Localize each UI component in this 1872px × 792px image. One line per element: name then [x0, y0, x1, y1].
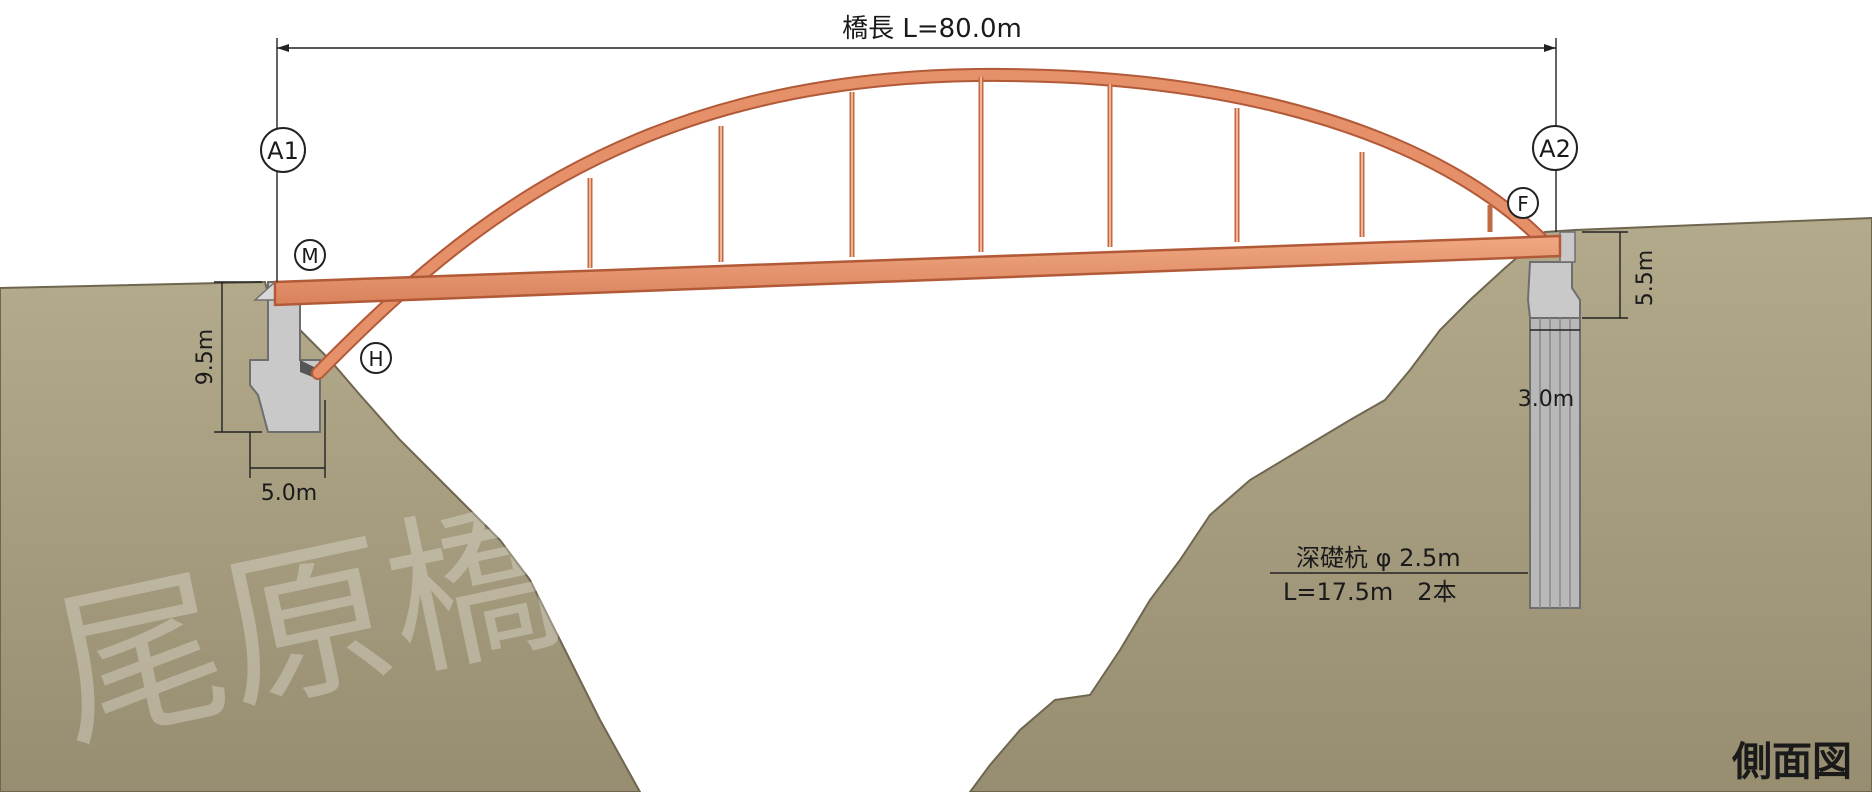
diagram-title: 側面図 [1731, 739, 1852, 785]
a1-width-label: 5.0m [261, 481, 317, 506]
a1-height-label: 9.5m [193, 329, 218, 385]
a2-height-label: 5.5m [1633, 250, 1658, 306]
svg-text:F: F [1517, 192, 1529, 216]
a1-width-dimension [249, 400, 326, 478]
bearing-f-marker: F [1507, 187, 1539, 219]
deck-girder [273, 234, 1562, 307]
a2-width-label: 3.0m [1518, 387, 1574, 412]
a2-height-dimension [1582, 231, 1628, 319]
bearing-m-marker: M [294, 239, 326, 271]
foundation-label-line1: 深礎杭 φ 2.5m [1296, 544, 1461, 572]
svg-text:A1: A1 [267, 137, 299, 165]
arch-rib [311, 67, 1547, 380]
support-a1-marker: A1 [260, 127, 306, 173]
svg-text:M: M [301, 244, 318, 268]
svg-text:H: H [368, 347, 383, 371]
ground-right [968, 216, 1872, 792]
deep-foundation-piles [1529, 317, 1581, 609]
abutment-a2 [1526, 231, 1581, 609]
a1-height-dimension [214, 281, 262, 433]
span-label: 橋長 L=80.0m [842, 14, 1022, 44]
abutment-a1 [249, 280, 321, 433]
support-a2-marker: A2 [1532, 125, 1578, 171]
foundation-label-line2: L=17.5m 2本 [1283, 578, 1457, 606]
bearing-h-marker: H [360, 342, 392, 374]
svg-text:A2: A2 [1539, 135, 1571, 163]
